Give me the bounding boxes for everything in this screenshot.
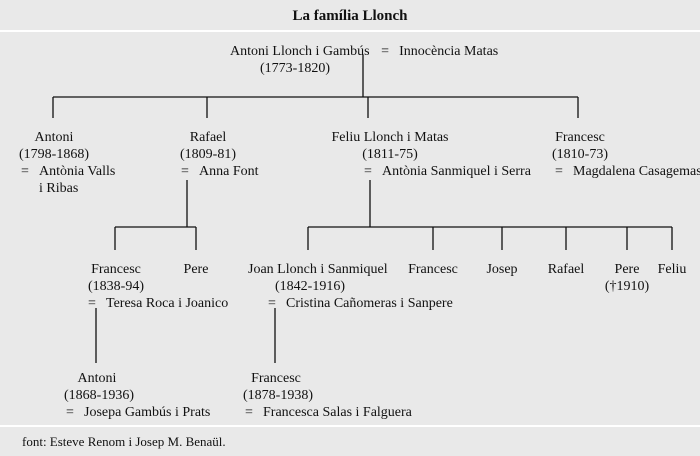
gen3-pere-2: Pere (†1910) xyxy=(602,261,652,295)
person-name: Joan Llonch i Sanmiquel xyxy=(248,262,388,277)
gen3-francesc: Francesc (1838-94) = Teresa Roca i Joanic… xyxy=(86,261,228,312)
gen4-antoni: Antoni (1868-1936) = Josepa Gambús i Prat… xyxy=(64,370,210,421)
spouse-name: Josepa Gambús i Prats xyxy=(84,405,211,420)
marriage-sign: = xyxy=(88,296,96,311)
gen3-feliu: Feliu xyxy=(657,262,687,277)
gen2-rafael: Rafael (1809-81) = Anna Font xyxy=(178,129,259,180)
person-name: Rafael xyxy=(189,130,227,145)
person-dates: (1810-73) xyxy=(552,147,608,162)
person-dates: (1838-94) xyxy=(88,279,144,294)
spouse-name: Antònia Sanmiquel i Serra xyxy=(382,164,531,179)
spouse-name: Anna Font xyxy=(199,164,259,179)
person-dates: (†1910) xyxy=(604,279,650,294)
marriage-sign: = xyxy=(245,405,253,420)
marriage-sign: = xyxy=(66,405,74,420)
marriage-sign: = xyxy=(268,296,276,311)
top-divider xyxy=(0,30,700,32)
person-name: Francesc xyxy=(555,130,605,145)
root-name: Antoni Llonch i Gambús xyxy=(230,44,370,59)
source-note: font: Esteve Renom i Josep M. Benaül. xyxy=(22,434,226,449)
gen3-josep: Josep xyxy=(486,262,518,277)
person-name: Francesc xyxy=(91,262,141,277)
person-dates: (1878-1938) xyxy=(243,388,313,403)
root-spouse: Innocència Matas xyxy=(399,44,499,59)
marriage-sign: = xyxy=(555,164,563,179)
spouse-name-cont: i Ribas xyxy=(39,181,79,196)
person-dates: (1809-81) xyxy=(180,147,236,162)
marriage-sign: = xyxy=(181,164,189,179)
person-name: Antoni xyxy=(77,371,117,386)
gen2-francesc: Francesc (1810-73) = Magdalena Casagemas xyxy=(551,129,700,180)
gen3-joan: Joan Llonch i Sanmiquel (1842-1916) = Cri… xyxy=(248,261,453,312)
marriage-sign: = xyxy=(364,164,372,179)
person-dates: (1842-1916) xyxy=(275,279,345,294)
person-dates: (1868-1936) xyxy=(64,388,134,403)
spouse-name: Antònia Valls xyxy=(39,164,116,179)
person-dates: (1811-75) xyxy=(362,147,418,162)
spouse-name: Magdalena Casagemas xyxy=(573,164,700,179)
person-name: Pere xyxy=(614,262,640,277)
person-name: Francesc xyxy=(251,371,301,386)
root-couple: Antoni Llonch i Gambús = Innocència Matas xyxy=(230,43,498,60)
person-dates: (1798-1868) xyxy=(19,147,89,162)
spouse-name: Teresa Roca i Joanico xyxy=(106,296,229,311)
root-dates: (1773-1820) xyxy=(260,61,330,76)
marriage-sign: = xyxy=(381,44,390,59)
gen2-feliu: Feliu Llonch i Matas (1811-75) = Antònia … xyxy=(325,129,531,180)
person-name: Feliu Llonch i Matas xyxy=(331,130,449,145)
gen3-francesc-2: Francesc xyxy=(408,262,458,277)
gen2-antoni: Antoni (1798-1868) = Antònia Valls i Riba… xyxy=(18,129,115,197)
gen3-pere: Pere xyxy=(183,262,209,277)
bottom-divider xyxy=(0,425,700,427)
marriage-sign: = xyxy=(21,164,29,179)
spouse-name: Cristina Cañomeras i Sanpere xyxy=(286,296,453,311)
person-name: Antoni xyxy=(34,130,74,145)
gen4-francesc: Francesc (1878-1938) = Francesca Salas i … xyxy=(243,370,412,421)
diagram-title: La família Llonch xyxy=(292,8,408,24)
spouse-name: Francesca Salas i Falguera xyxy=(263,405,412,420)
gen3-rafael: Rafael xyxy=(547,262,585,277)
